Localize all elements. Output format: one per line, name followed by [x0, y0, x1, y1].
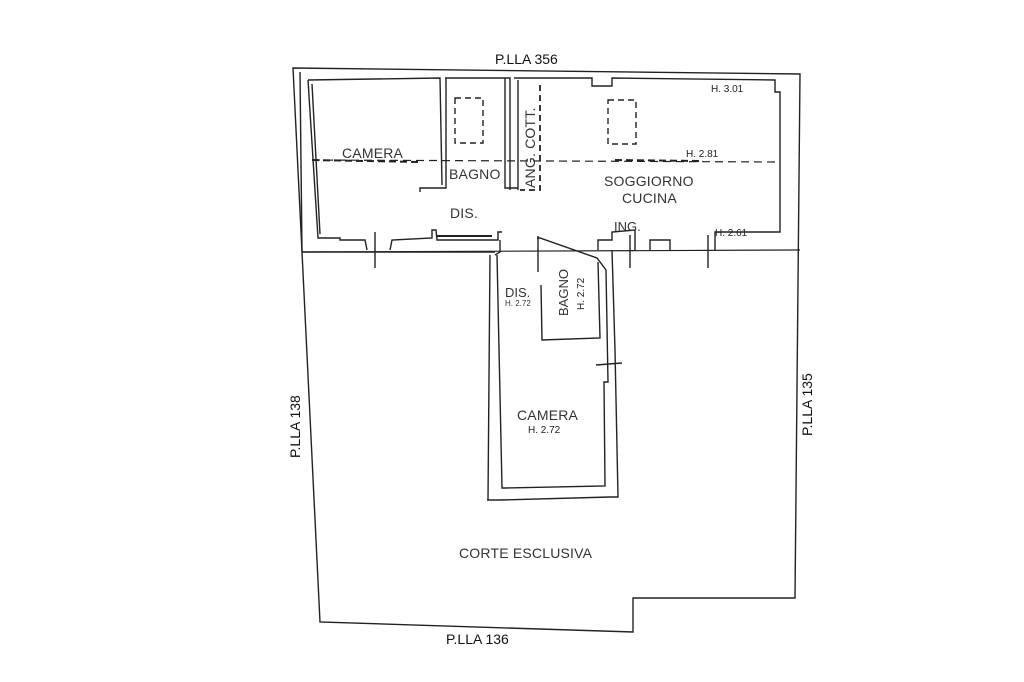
skylight-soggiorno: [607, 99, 637, 145]
dis-2-wall: [494, 240, 501, 256]
camera-2-inner: [504, 237, 609, 489]
camera-dashed-line: [311, 159, 421, 163]
room-bagno-1-label: BAGNO: [449, 166, 501, 182]
room-camera-2-height: H. 2.72: [528, 425, 561, 436]
skylight-bagno: [454, 97, 484, 144]
building-outer-wall: [299, 71, 495, 253]
bagno-1-walls: [419, 78, 519, 192]
ang-cott-dashed: [520, 85, 541, 191]
room-camera-1-label: CAMERA: [342, 145, 404, 161]
room-soggiorno-label: SOGGIORNO: [604, 173, 694, 189]
room-cucina-label: CUCINA: [622, 190, 677, 206]
corte-esclusiva-label: CORTE ESCLUSIVA: [459, 545, 593, 561]
room-dis-2-label: DIS.: [505, 285, 531, 300]
lot-boundary: [292, 67, 801, 633]
room-bagno-2-height: H. 2.72: [576, 277, 587, 310]
ingresso-walls: [597, 229, 671, 250]
north-wing-inner-wall: [307, 77, 781, 250]
room-dis-2-height: H. 2.72: [505, 299, 531, 308]
bagno-2-walls: [537, 236, 601, 341]
height-top-right: H. 3.01: [711, 84, 744, 95]
room-camera-2-label: CAMERA: [517, 407, 579, 423]
dis-1-wall: [389, 229, 502, 251]
room-bagno-2-label: BAGNO: [556, 269, 571, 316]
parcel-east-label: P.LLA 135: [799, 373, 815, 436]
room-ang-cott-label: ANG. COTT.: [522, 107, 538, 188]
south-wing-outer: [487, 249, 619, 501]
parcel-west-label: P.LLA 138: [287, 395, 303, 458]
height-lower-right: H. 2.61: [715, 228, 748, 239]
north-wing-left-wall: [307, 79, 368, 251]
south-wing-left-wall: [487, 254, 505, 501]
room-dis-1-label: DIS.: [450, 205, 479, 221]
building-divider-line: [301, 249, 801, 253]
parcel-south-label: P.LLA 136: [446, 631, 509, 647]
north-wing-left-inner: [311, 83, 321, 235]
height-mid-line: H. 2.81: [686, 149, 719, 160]
door-tick-4: [595, 362, 623, 366]
parcel-north-label: P.LLA 356: [495, 51, 558, 67]
soggiorno-dashed-line: [614, 159, 701, 162]
room-ingresso-label: ING.: [614, 219, 641, 234]
ceiling-height-line: [311, 159, 781, 163]
